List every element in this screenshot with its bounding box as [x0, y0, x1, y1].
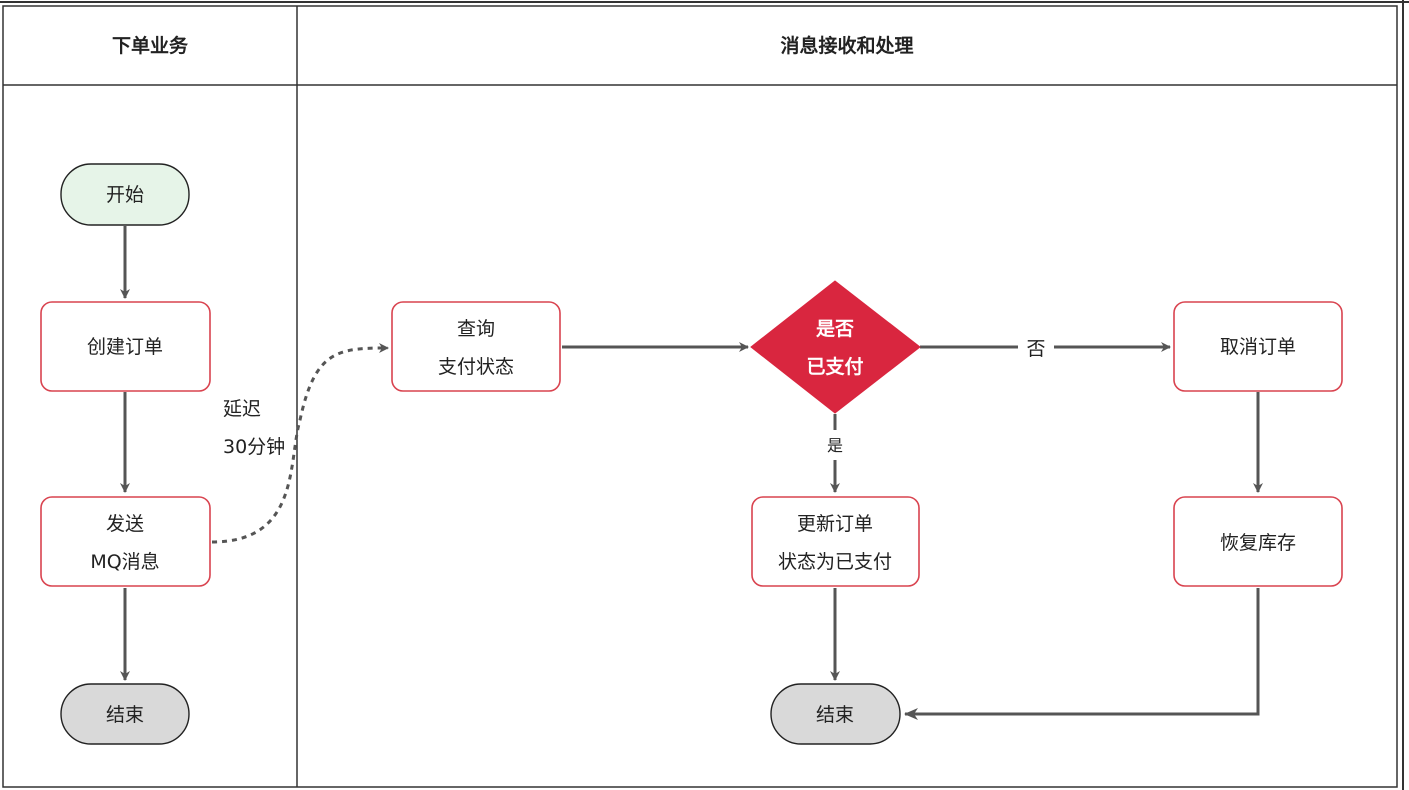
cancel-order-box — [1173, 301, 1343, 392]
node-end-right[interactable]: 结束 — [770, 683, 901, 745]
edge-send-to-query-dashed — [211, 343, 389, 544]
update-order-box — [751, 496, 920, 587]
yes-label-background — [822, 430, 848, 460]
cancel-order-label: 取消订单 — [1220, 336, 1296, 358]
node-end-left[interactable]: 结束 — [60, 683, 190, 745]
delay-label-line1: 延迟 — [223, 398, 261, 420]
is-paid-diamond — [750, 280, 921, 414]
node-restore-stock[interactable]: 恢复库存 — [1173, 496, 1343, 587]
no-label-background — [1018, 333, 1054, 361]
is-paid-label-line2: 已支付 — [806, 355, 863, 378]
send-mq-label-line2: MQ消息 — [90, 551, 159, 573]
end-right-label: 结束 — [816, 704, 854, 726]
restore-stock-label: 恢复库存 — [1220, 532, 1296, 554]
create-order-box — [40, 301, 211, 392]
query-payment-box — [391, 301, 561, 392]
update-order-label-line1: 更新订单 — [797, 513, 873, 535]
node-query-payment[interactable]: 查询 支付状态 — [391, 301, 561, 392]
yes-label: 是 — [827, 436, 843, 455]
delay-label-line2: 30分钟 — [223, 436, 285, 458]
query-payment-label-line2: 支付状态 — [438, 356, 514, 378]
swimlane-border — [2, 5, 1398, 788]
no-label: 否 — [1026, 338, 1045, 360]
lane-title-order: 下单业务 — [112, 34, 189, 57]
send-mq-label-line1: 发送 — [106, 513, 144, 535]
end-left-label: 结束 — [106, 704, 144, 726]
lane-title-message: 消息接收和处理 — [780, 34, 913, 57]
send-mq-box — [40, 496, 211, 587]
node-start[interactable]: 开始 — [60, 163, 190, 226]
create-order-label: 创建订单 — [87, 336, 163, 358]
end-right-terminal-shape — [770, 683, 901, 745]
is-paid-label-line1: 是否 — [816, 318, 854, 340]
start-label: 开始 — [106, 184, 144, 206]
node-send-mq[interactable]: 发送 MQ消息 — [40, 496, 211, 587]
node-cancel-order[interactable]: 取消订单 — [1173, 301, 1343, 392]
update-order-label-line2: 状态为已支付 — [778, 551, 892, 573]
end-left-terminal-shape — [60, 683, 190, 745]
edges — [120, 226, 1263, 720]
restore-stock-box — [1173, 496, 1343, 587]
query-payment-label-line1: 查询 — [457, 318, 495, 340]
node-is-paid-decision[interactable]: 是否 已支付 — [750, 280, 921, 414]
node-update-order[interactable]: 更新订单 状态为已支付 — [751, 496, 920, 587]
edge-restore-to-end — [904, 588, 1260, 720]
node-create-order[interactable]: 创建订单 — [40, 301, 211, 392]
start-terminal-shape — [60, 163, 190, 226]
